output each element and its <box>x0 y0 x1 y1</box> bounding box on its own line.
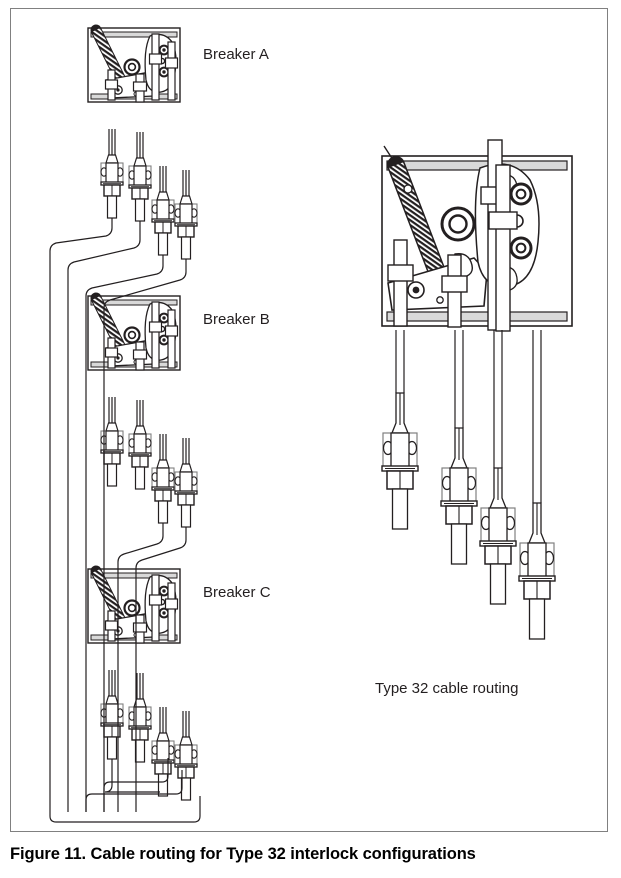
type32-label: Type 32 cable routing <box>375 680 518 697</box>
figure-caption: Figure 11. Cable routing for Type 32 int… <box>10 845 476 863</box>
figure-border <box>10 8 608 832</box>
cable-routing-paths <box>49 218 201 823</box>
type32-detail-assembly <box>381 139 573 640</box>
breaker-a-label: Breaker A <box>203 46 269 63</box>
breaker-unit-a <box>88 28 198 260</box>
pivot-ring <box>440 206 476 242</box>
type32-connectors <box>381 392 556 640</box>
panel-rods <box>387 139 518 332</box>
breaker-a-connectors <box>100 128 198 260</box>
breaker-c-label: Breaker C <box>203 584 271 601</box>
breaker-b-connectors <box>100 396 198 528</box>
breaker-b-label: Breaker B <box>203 311 270 328</box>
